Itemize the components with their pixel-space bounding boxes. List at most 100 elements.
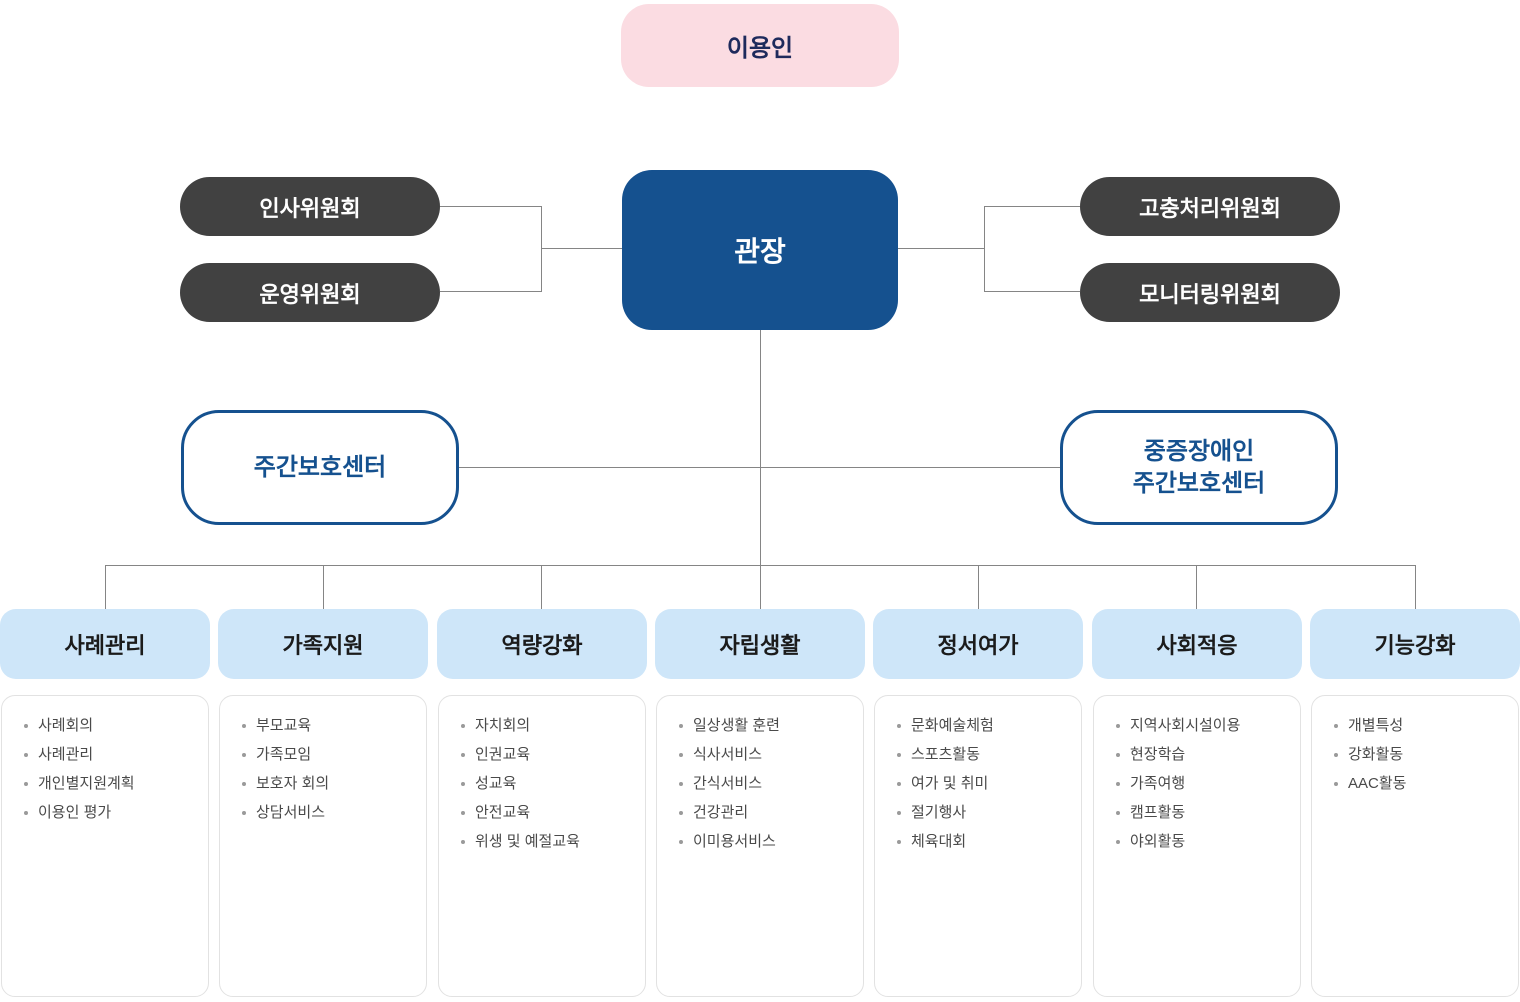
program-header: 사회적응: [1092, 609, 1302, 679]
bullet-icon: [1334, 723, 1338, 728]
connector-line: [984, 206, 985, 292]
program-header: 사례관리: [0, 609, 210, 679]
program-item-label: 개별특성: [1348, 717, 1404, 734]
program-item-label: 사례회의: [38, 717, 94, 734]
program-list-item: 간식서비스: [679, 776, 849, 791]
program-item-label: 가족여행: [1130, 775, 1186, 792]
bullet-icon: [679, 839, 683, 844]
program-item-label: 스포츠활동: [911, 746, 981, 763]
severe-disability-daycare-center-box: 중증장애인 주간보호센터: [1060, 410, 1338, 525]
bullet-icon: [24, 752, 28, 757]
bullet-icon: [1116, 781, 1120, 786]
bullet-icon: [24, 723, 28, 728]
connector-line: [440, 291, 541, 292]
program-item-label: 캠프활동: [1130, 804, 1186, 821]
bullet-icon: [24, 781, 28, 786]
bullet-icon: [1116, 752, 1120, 757]
users-box: 이용인: [621, 4, 899, 87]
program-list-item: 이용인 평가: [24, 805, 194, 820]
program-list-item: 절기행사: [897, 805, 1067, 820]
program-item-label: 현장학습: [1130, 746, 1186, 763]
connector-line: [1415, 565, 1416, 610]
program-item-label: 일상생활 훈련: [693, 717, 780, 734]
bullet-icon: [679, 810, 683, 815]
operating-committee-box: 운영위원회: [180, 263, 440, 322]
program-list-item: 개별특성: [1334, 718, 1504, 733]
program-item-label: 문화예술체험: [911, 717, 994, 734]
bullet-icon: [461, 839, 465, 844]
director-box: 관장: [622, 170, 898, 330]
bullet-icon: [242, 752, 246, 757]
program-list-item: 성교육: [461, 776, 631, 791]
program-item-label: 간식서비스: [693, 775, 763, 792]
connector-line: [541, 565, 542, 610]
program-list-item: 자치회의: [461, 718, 631, 733]
program-list-item: 캠프활동: [1116, 805, 1286, 820]
program-list-item: 스포츠활동: [897, 747, 1067, 762]
program-item-label: 야외활동: [1130, 833, 1186, 850]
program-list-item: 인권교육: [461, 747, 631, 762]
program-list-item: 강화활동: [1334, 747, 1504, 762]
program-list-item: 안전교육: [461, 805, 631, 820]
program-item-label: 이미용서비스: [693, 833, 776, 850]
program-item-label: 상담서비스: [256, 804, 326, 821]
connector-line: [323, 565, 324, 610]
program-list-item: 식사서비스: [679, 747, 849, 762]
connector-line: [105, 565, 106, 610]
bullet-icon: [897, 839, 901, 844]
connector-line: [984, 206, 1080, 207]
program-list-item: 보호자 회의: [242, 776, 412, 791]
connector-line: [440, 206, 541, 207]
bullet-icon: [1116, 810, 1120, 815]
program-item-label: 가족모임: [256, 746, 312, 763]
program-item-label: 강화활동: [1348, 746, 1404, 763]
program-list-item: 가족여행: [1116, 776, 1286, 791]
program-list-item: 사례관리: [24, 747, 194, 762]
program-list-item: 지역사회시설이용: [1116, 718, 1286, 733]
program-item-label: 자치회의: [475, 717, 531, 734]
bullet-icon: [1116, 723, 1120, 728]
bullet-icon: [679, 781, 683, 786]
program-item-label: 체육대회: [911, 833, 967, 850]
bullet-icon: [1334, 752, 1338, 757]
program-item-label: 건강관리: [693, 804, 749, 821]
bullet-icon: [897, 781, 901, 786]
connector-line: [898, 248, 984, 249]
bullet-icon: [1116, 839, 1120, 844]
bullet-icon: [461, 752, 465, 757]
personnel-committee-box: 인사위원회: [180, 177, 440, 236]
program-list-item: 개인별지원계획: [24, 776, 194, 791]
connector-line: [984, 291, 1080, 292]
program-list-item: AAC활동: [1334, 776, 1504, 791]
program-item-label: 사례관리: [38, 746, 94, 763]
program-header: 자립생활: [655, 609, 865, 679]
connector-line: [1196, 565, 1197, 610]
connector-line: [760, 330, 761, 565]
bullet-icon: [242, 810, 246, 815]
program-item-label: 위생 및 예절교육: [475, 833, 580, 850]
bullet-icon: [242, 723, 246, 728]
connector-line: [459, 467, 1060, 468]
program-list-item: 문화예술체험: [897, 718, 1067, 733]
bullet-icon: [24, 810, 28, 815]
program-header: 정서여가: [873, 609, 1083, 679]
program-header: 가족지원: [218, 609, 428, 679]
connector-line: [978, 565, 979, 610]
program-item-label: 안전교육: [475, 804, 531, 821]
program-item-label: 성교육: [475, 775, 517, 792]
program-header: 기능강화: [1310, 609, 1520, 679]
program-item-label: 이용인 평가: [38, 804, 112, 821]
program-list-item: 현장학습: [1116, 747, 1286, 762]
program-list-item: 체육대회: [897, 834, 1067, 849]
program-item-label: 지역사회시설이용: [1130, 717, 1241, 734]
connector-line: [541, 248, 622, 249]
